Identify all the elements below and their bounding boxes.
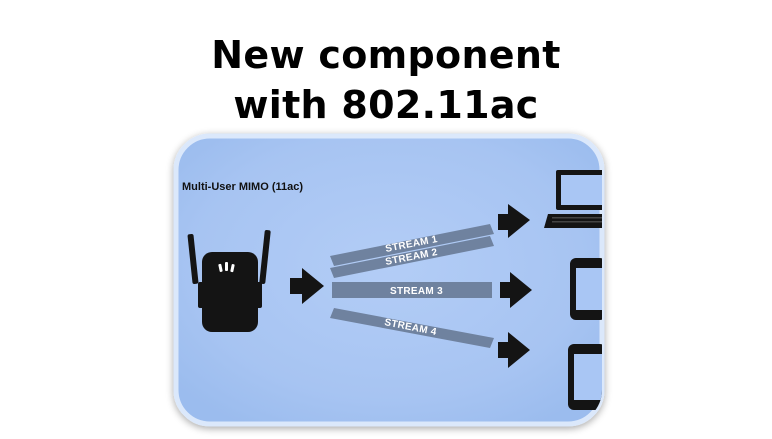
slide-title: New component with 802.11ac bbox=[0, 30, 772, 130]
arrow-icon bbox=[290, 268, 324, 304]
arrow-icon bbox=[500, 272, 532, 308]
stream-3: STREAM 3 bbox=[332, 282, 492, 298]
arrow-icon bbox=[498, 332, 530, 368]
mu-mimo-diagram: Multi-User MIMO (11ac) STREAM 1 bbox=[172, 132, 606, 428]
diagram-canvas: Multi-User MIMO (11ac) STREAM 1 bbox=[173, 133, 605, 427]
router-icon bbox=[187, 230, 271, 332]
stream-label: STREAM 3 bbox=[390, 286, 443, 297]
diagram-label: Multi-User MIMO (11ac) bbox=[182, 181, 303, 193]
title-line-2: with 802.11ac bbox=[233, 83, 539, 127]
laptop-icon bbox=[544, 170, 602, 228]
phone-icon bbox=[570, 258, 602, 320]
tablet-icon bbox=[568, 344, 602, 410]
arrow-icon bbox=[498, 204, 530, 238]
title-line-1: New component bbox=[211, 33, 561, 77]
